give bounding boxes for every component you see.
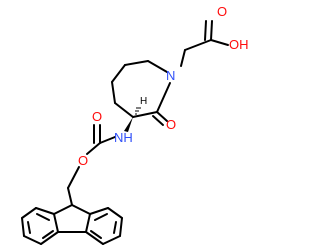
bond: [204, 20, 207, 41]
ring-nitrogen-label: N: [166, 68, 175, 83]
bond: [113, 221, 117, 234]
bond: [71, 204, 91, 215]
bond: [85, 231, 104, 245]
acetic-acid-group: [180, 20, 229, 67]
nh-label: NH: [114, 130, 133, 145]
bond: [107, 207, 123, 219]
bond: [86, 142, 101, 155]
bond: [36, 213, 50, 221]
carbamate-oxygen-label: O: [92, 109, 102, 124]
bond: [99, 136, 116, 144]
bond: [35, 207, 55, 215]
bond: [21, 217, 25, 237]
azepanone-ring: [111, 60, 171, 126]
bond: [184, 39, 212, 51]
bond: [132, 111, 158, 118]
bond: [27, 221, 31, 234]
lactam-oxygen-label: O: [166, 117, 176, 132]
hash-bond: [135, 107, 141, 115]
bond: [111, 81, 116, 104]
bond: [210, 39, 229, 46]
bond: [114, 102, 134, 118]
carbamate-group: [67, 124, 116, 206]
bond: [21, 207, 37, 219]
bond: [23, 235, 42, 245]
bond: [180, 49, 186, 67]
bond: [90, 230, 102, 239]
bond: [111, 64, 126, 83]
ester-oxygen-label: O: [78, 153, 88, 168]
bond: [147, 60, 168, 73]
bond: [42, 230, 54, 239]
bond: [156, 82, 171, 113]
bond: [53, 213, 59, 233]
stereo-hydrogen-label: H: [140, 96, 147, 107]
bond: [85, 213, 91, 233]
bond: [67, 187, 73, 206]
bond: [89, 207, 109, 215]
wedge-bond: [124, 117, 133, 132]
hydroxyl-label: OH: [229, 37, 249, 52]
bond: [102, 235, 121, 245]
molecule-structure-diagram: O OH N O H NH O O: [21, 4, 249, 245]
bond: [210, 20, 213, 41]
bond: [67, 166, 80, 189]
bond: [119, 217, 123, 237]
bond: [94, 213, 108, 221]
bond: [53, 204, 73, 215]
bond: [156, 111, 168, 122]
bond: [124, 60, 149, 66]
bond: [152, 115, 164, 126]
fluorene-group: [21, 204, 123, 245]
bond: [40, 231, 59, 245]
carboxyl-oxygen-label: O: [217, 4, 227, 19]
